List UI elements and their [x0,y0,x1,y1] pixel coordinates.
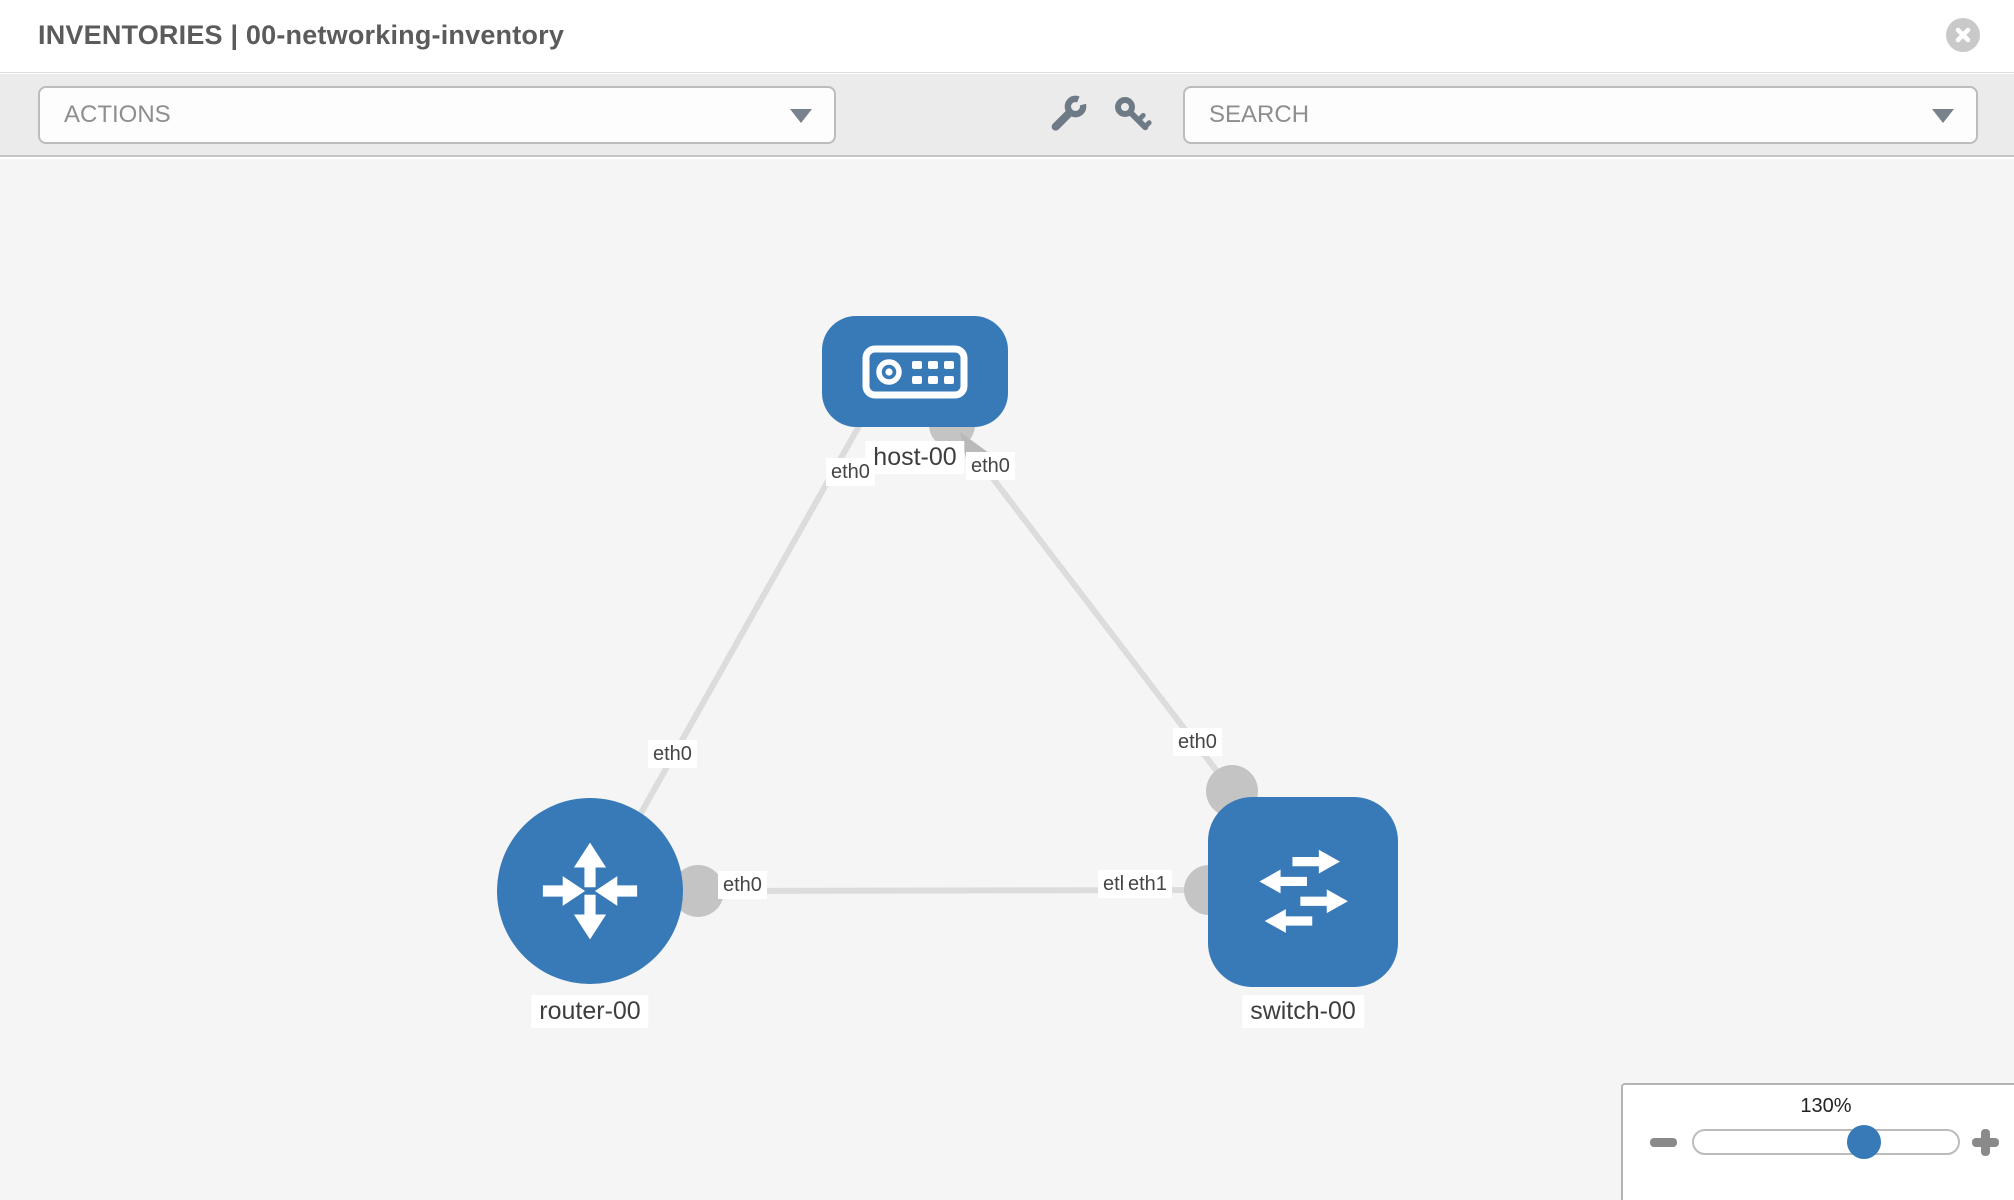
interface-label: eth0 [718,871,767,899]
node-switch-00[interactable] [1208,797,1398,987]
toolbar: ACTIONS SEARCH [0,74,2014,157]
interface-label: eth0 [966,452,1015,480]
zoom-control-panel: 130% [1621,1083,2014,1200]
node-label-router: router-00 [531,995,649,1028]
zoom-out-button[interactable] [1650,1138,1677,1147]
header-bar: INVENTORIES | 00-networking-inventory [0,0,2014,73]
actions-dropdown[interactable]: ACTIONS [38,86,836,144]
host-icon [862,345,968,398]
search-dropdown-label: SEARCH [1209,101,1310,128]
page-title: INVENTORIES | 00-networking-inventory [38,20,565,50]
interface-label: eth0 [648,740,697,768]
node-router-00[interactable] [497,798,683,984]
chevron-down-icon [790,109,812,123]
switch-icon [1259,849,1348,933]
links-layer [629,402,1258,917]
node-label-host: host-00 [865,441,965,474]
interface-label: eth1 [1123,870,1172,898]
interface-label: eth0 [1173,728,1222,756]
configure-tool-button[interactable] [1044,90,1092,138]
interface-label: eth0 [826,458,875,486]
topology-canvas[interactable]: host-00 router-00 switch-00 eth0 eth0 et… [0,159,2014,1200]
zoom-slider[interactable] [1692,1129,1960,1155]
node-label-switch: switch-00 [1242,995,1364,1028]
close-icon [1955,27,1971,43]
interface-dot-router-eth0[interactable] [672,865,724,917]
router-icon [542,842,638,940]
search-dropdown[interactable]: SEARCH [1183,86,1978,144]
node-host-00[interactable] [822,316,1008,427]
zoom-in-button[interactable] [1972,1129,1999,1156]
wrench-icon [1051,94,1088,131]
actions-dropdown-label: ACTIONS [64,101,171,128]
key-icon [1115,97,1152,131]
credentials-tool-button[interactable] [1108,90,1156,138]
zoom-level-label: 130% [1800,1095,1852,1117]
zoom-slider-thumb[interactable] [1847,1125,1881,1159]
chevron-down-icon [1932,109,1954,123]
close-button[interactable] [1946,18,1980,52]
